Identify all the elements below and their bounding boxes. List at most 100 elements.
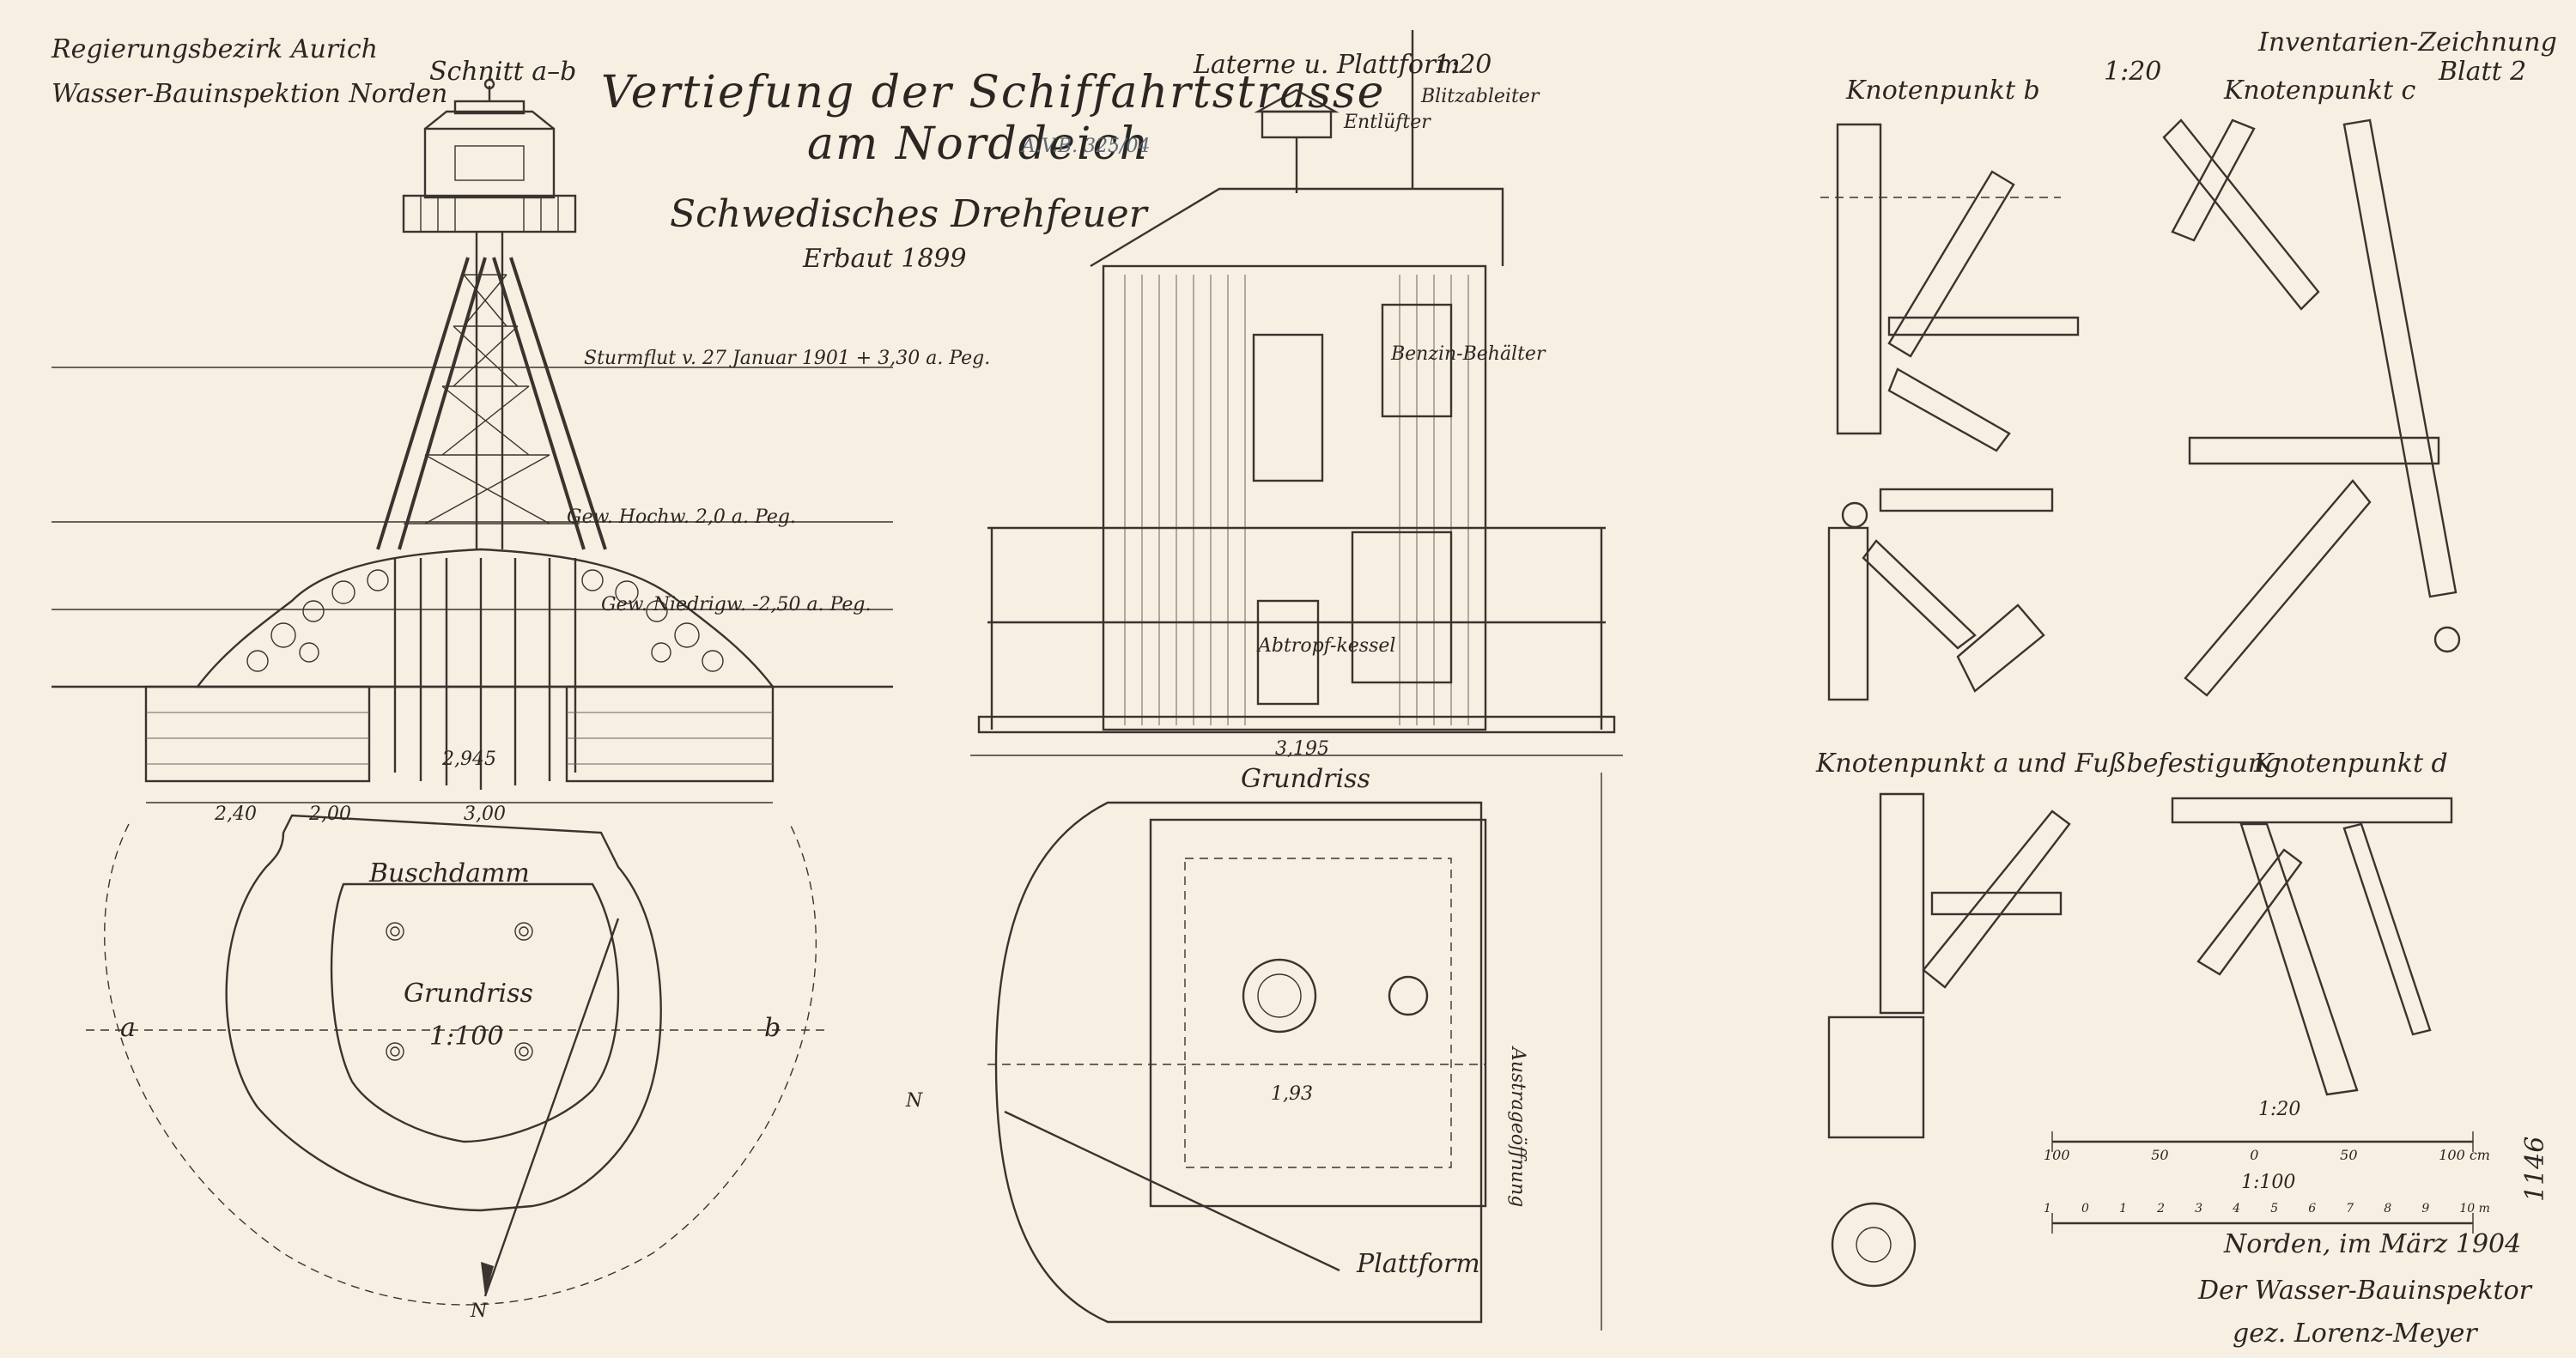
knot-d-title: Knotenpunkt d xyxy=(2254,749,2448,779)
cabinet xyxy=(1351,530,1453,684)
knot-b-drawing xyxy=(1820,123,2080,452)
knot-details xyxy=(1820,118,2474,1288)
lightning-rod-label: Blitzableiter xyxy=(1421,86,1540,107)
high-water-label: Gew. Hochw. 2,0 a. Peg. xyxy=(567,506,796,528)
scale-tick: 1 xyxy=(2044,1202,2051,1216)
tower-leg-right xyxy=(492,257,586,550)
knot-b-lower-drawing xyxy=(1827,488,2054,701)
tower-leg-left xyxy=(376,257,470,550)
scale-tick: 100 xyxy=(2044,1147,2070,1163)
low-water-label: Gew. Niedrigw. -2,50 a. Peg. xyxy=(601,594,872,615)
knot-a-title: Knotenpunkt a und Fußbefestigung xyxy=(1816,749,2281,779)
knot-c-title: Knotenpunkt c xyxy=(2224,76,2416,106)
stone-pattern xyxy=(246,569,724,672)
fascine-block-left xyxy=(144,685,371,783)
knot-d-drawing xyxy=(2171,797,2453,1096)
dim-2-00-left: 2,00 xyxy=(309,803,351,825)
side-number: 1146 xyxy=(2520,1136,2550,1202)
knot-b-title: Knotenpunkt b xyxy=(1846,76,2040,106)
lantern-elevation xyxy=(970,30,1623,756)
fascine-hatching xyxy=(146,712,773,765)
storm-level-label: Sturmflut v. 27 Januar 1901 + 3,30 a. Pe… xyxy=(584,348,991,369)
scale-tick: 50 xyxy=(2151,1147,2169,1163)
scale-ticks-m: 1 0 1 2 3 4 5 6 7 8 9 10 m xyxy=(2044,1202,2490,1216)
knot-c-drawing xyxy=(2162,118,2461,697)
scale-tick: 4 xyxy=(2233,1202,2241,1216)
lantern-body xyxy=(1102,264,1487,731)
scale-bar-scale: 1:100 xyxy=(2241,1172,2296,1193)
district-label: Regierungsbezirk Aurich xyxy=(52,34,378,64)
foundation-piles xyxy=(393,558,577,790)
stone-mound xyxy=(195,548,775,688)
door-opening-label: Austrageöffnung xyxy=(1507,1047,1528,1208)
inner-outline xyxy=(330,882,620,1143)
title-line1: Vertiefung der Schiffahrtstrasse xyxy=(601,67,1386,118)
scale-tick: 0 xyxy=(2250,1147,2259,1163)
buschdamm-label: Buschdamm xyxy=(369,858,530,888)
lamp-burner-circle xyxy=(1242,958,1317,1034)
scale-tick: 2 xyxy=(2157,1202,2166,1216)
scale-ticks-cm: 100 50 0 50 100 cm xyxy=(2044,1147,2490,1163)
knots-scale: 1:20 xyxy=(2104,57,2162,87)
scale-tick: 8 xyxy=(2384,1202,2392,1216)
tank-circle xyxy=(1388,975,1429,1016)
signature-place-date: Norden, im März 1904 xyxy=(2224,1229,2522,1259)
benzin-tank-label: Benzin-Behälter xyxy=(1391,343,1546,365)
platform-railing xyxy=(402,194,577,233)
scale-tick: 1 xyxy=(2119,1202,2127,1216)
scale-tick: 5 xyxy=(2270,1202,2279,1216)
section-marker-a: a xyxy=(120,1013,136,1043)
inventory-label: Inventarien-Zeichnung xyxy=(2258,27,2557,58)
lantern-plan-inner xyxy=(1184,858,1452,1168)
plan-north-arrow xyxy=(1004,1110,1340,1272)
built-year: Erbaut 1899 xyxy=(803,244,967,274)
section-marker-b: b xyxy=(764,1013,781,1043)
platform-label: Plattform xyxy=(1357,1249,1480,1279)
ground-plan-left xyxy=(86,814,824,1306)
scale-tick: 7 xyxy=(2346,1202,2354,1216)
dim-3-00: 3,00 xyxy=(464,803,506,825)
scale-tick: 0 xyxy=(2081,1202,2089,1216)
lamp-burner-inner xyxy=(1257,973,1302,1018)
drip-kettle-label: Abtropf-kessel xyxy=(1258,635,1396,657)
scale-tick: 9 xyxy=(2421,1202,2430,1216)
lantern-scale: 1:20 xyxy=(1434,50,1492,80)
knot-a-drawing xyxy=(1827,792,2071,1288)
lantern-plan xyxy=(987,773,1602,1331)
signature-name: gez. Lorenz-Meyer xyxy=(2233,1319,2477,1349)
lantern-house xyxy=(423,127,556,199)
scale-tick: 100 cm xyxy=(2439,1147,2490,1163)
ground-plan-left-title: Grundriss xyxy=(404,979,533,1009)
tower-bracing xyxy=(404,274,580,524)
outer-dashed-boundary xyxy=(104,823,817,1306)
railing-posts xyxy=(420,196,559,232)
pile-span-dim: 2,945 xyxy=(442,749,496,770)
lantern-title: Laterne u. Plattform xyxy=(1194,50,1461,80)
ground-plan-left-scale: 1:100 xyxy=(429,1022,504,1052)
scale-tick: 10 m xyxy=(2459,1202,2490,1216)
mound-outline xyxy=(225,814,662,1212)
lantern-finial-ball xyxy=(483,78,495,90)
lantern-roof xyxy=(424,110,555,130)
ground-plan-right-title: Grundriss xyxy=(1241,764,1370,794)
sheet-label: Blatt 2 xyxy=(2439,57,2527,87)
section-ab-title: Schnitt a–b xyxy=(429,57,577,87)
scale-tick: 3 xyxy=(2195,1202,2203,1216)
section-ab-view xyxy=(52,78,893,803)
lantern-plan-house xyxy=(1149,818,1487,1208)
platform-deck xyxy=(977,715,1616,734)
title-line2: am Norddeich xyxy=(807,118,1151,170)
dim-2-40-left: 2,40 xyxy=(215,803,257,825)
north-label-left: N xyxy=(471,1300,488,1322)
benzin-tank xyxy=(1381,303,1453,418)
signature-role: Der Wasser-Bauinspektor xyxy=(2198,1276,2531,1306)
north-arrow-head xyxy=(481,1262,494,1296)
subtitle: Schwedisches Drehfeuer xyxy=(670,192,1147,236)
inspection-label: Wasser-Bauinspektion Norden xyxy=(52,79,448,109)
north-label-right: N xyxy=(906,1090,923,1112)
lantern-roof-elev xyxy=(1090,187,1504,268)
platform-outline xyxy=(994,801,1483,1324)
drip-kettle xyxy=(1256,599,1320,706)
lantern-window xyxy=(454,145,525,181)
